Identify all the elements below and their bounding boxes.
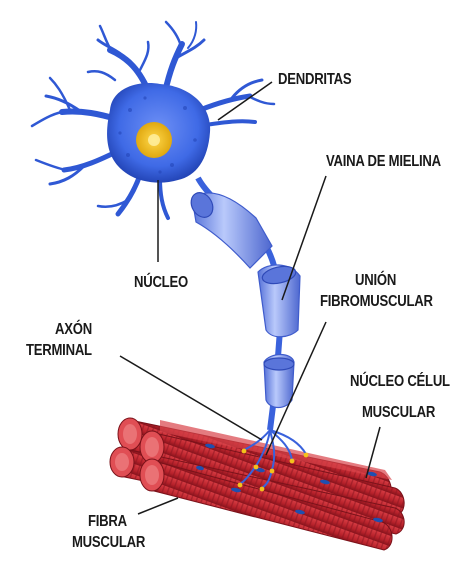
label-nucleo-celula-muscular: NÚCLEO CÉLULA (350, 372, 450, 392)
label-axon-terminal-2: TERMINAL (26, 341, 92, 361)
label-axon-line2: TERMINAL (26, 341, 92, 361)
label-union-line1: UNIÓN (355, 271, 396, 291)
label-nucleo-text: NÚCLEO (134, 273, 188, 293)
label-dendritas: DENDRITAS (278, 70, 351, 90)
label-nucleo-celula-muscular-2: MUSCULAR (362, 403, 435, 423)
label-nucleo: NÚCLEO (134, 273, 188, 293)
label-axon-terminal: AXÓN (55, 320, 92, 340)
label-union-fibromuscular-2: FIBROMUSCULAR (320, 292, 433, 312)
label-nucleo-celula-line1: NÚCLEO CÉLULA (350, 372, 450, 392)
label-fibra-line2: MUSCULAR (72, 533, 145, 553)
label-union-line2: FIBROMUSCULAR (320, 292, 433, 312)
label-fibra-muscular: FIBRA (88, 512, 127, 532)
label-vaina-text: VAINA DE MIELINA (326, 152, 441, 172)
label-vaina-de-mielina: VAINA DE MIELINA (326, 152, 441, 172)
label-fibra-muscular-2: MUSCULAR (72, 533, 145, 553)
label-axon-line1: AXÓN (55, 320, 92, 340)
label-union-fibromuscular: UNIÓN (355, 271, 396, 291)
label-fibra-line1: FIBRA (88, 512, 127, 532)
label-dendritas-text: DENDRITAS (278, 70, 351, 90)
label-nucleo-celula-line2: MUSCULAR (362, 403, 435, 423)
